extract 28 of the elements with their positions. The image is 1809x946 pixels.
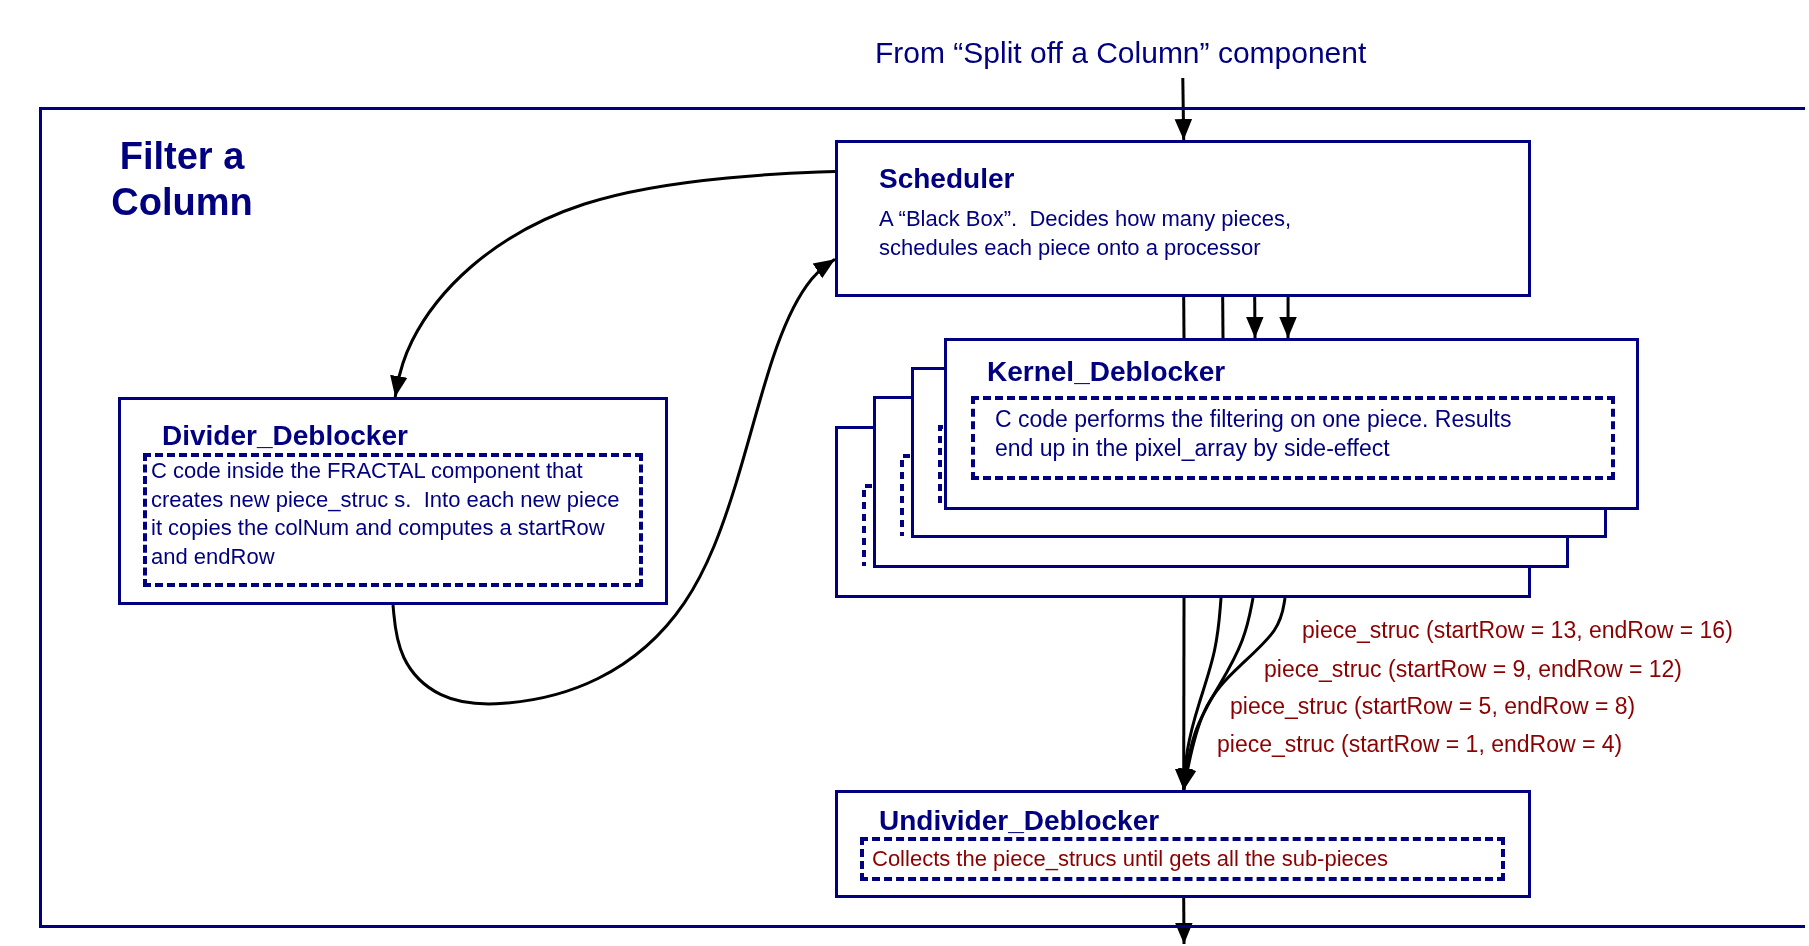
code-note-box	[971, 396, 1615, 480]
component-frame	[39, 107, 1805, 928]
arrow	[1175, 898, 1193, 944]
arrow	[1279, 297, 1297, 338]
connector-line	[1182, 297, 1186, 338]
frame-title: Filter a Column	[110, 134, 254, 225]
note-text: C code performs the filtering on one piece. Results end up in the pixel_array by side-effect	[995, 405, 1513, 463]
box-description: A “Black Box”. Decides how many pieces, schedules each piece onto a processor	[879, 205, 1293, 262]
source-label: From “Split off a Column” component	[875, 36, 1368, 70]
arrow	[1174, 77, 1193, 141]
note-text: Collects the piece_strucs until gets all the sub-pieces	[872, 845, 1390, 873]
connector-line	[1221, 297, 1225, 338]
box-title: Divider_Deblocker	[162, 420, 409, 452]
process-box	[118, 397, 668, 605]
arrow	[1179, 597, 1287, 791]
box-title: Kernel_Deblocker	[987, 356, 1227, 388]
box-title: Scheduler	[879, 163, 1016, 195]
process-box	[835, 140, 1531, 297]
arrow	[1246, 297, 1264, 338]
note-text: C code inside the FRACTAL component that creates new piece_struc s. Into each new piece it copies the colNum and computes a startRow and endRow	[151, 457, 621, 571]
arrow	[391, 258, 836, 706]
stacked-process-box	[835, 338, 1639, 598]
process-box	[835, 790, 1531, 898]
arrow	[390, 169, 836, 398]
box-title: Undivider_Deblocker	[879, 805, 1161, 837]
code-note-box	[143, 453, 643, 587]
code-note-box	[860, 837, 1505, 881]
edge-label: piece_struc (startRow = 13, endRow = 16)	[1300, 617, 1735, 644]
